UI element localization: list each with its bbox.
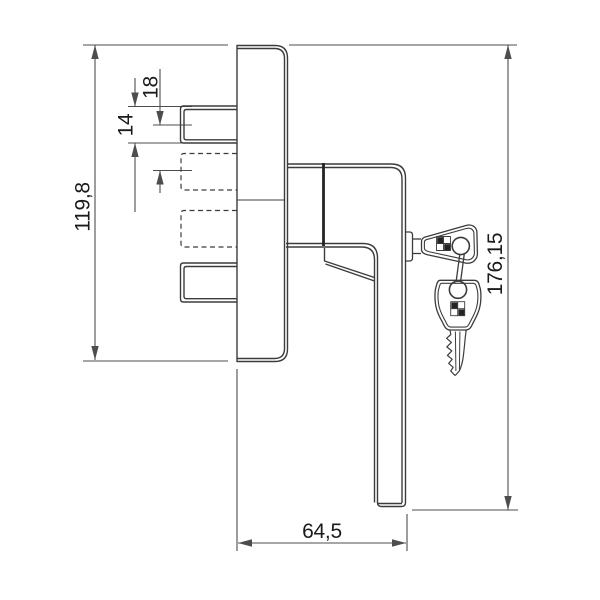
key-blade-grooves bbox=[454, 331, 461, 372]
handle-neck-inner-edge bbox=[288, 166, 403, 503]
arrow-down-icon bbox=[504, 496, 512, 510]
latch-bolt-hidden-lower bbox=[180, 209, 237, 248]
arrow-down-icon bbox=[131, 92, 139, 107]
arrow-right-icon bbox=[392, 539, 406, 547]
arrow-down-icon bbox=[91, 346, 99, 360]
handle-grip-inner-edge bbox=[286, 246, 376, 503]
dimension-arrows bbox=[91, 45, 512, 547]
grip-bevel-edge-top bbox=[323, 248, 375, 279]
dim-label-latch-height: 14 bbox=[115, 113, 138, 136]
ring-link-right-edge bbox=[460, 252, 466, 281]
latch-bolt-top-inner-edge bbox=[183, 108, 237, 141]
cylinder-flange bbox=[405, 231, 414, 262]
backplate-inner-edge bbox=[237, 47, 286, 360]
dim-label-latch-pitch: 18 bbox=[140, 76, 163, 99]
arrow-up-icon bbox=[504, 45, 512, 59]
key-head-outline bbox=[434, 279, 482, 331]
arrow-left-icon bbox=[238, 539, 252, 547]
latch-bolt-top-outline bbox=[179, 105, 237, 144]
arrow-down-icon bbox=[156, 111, 164, 125]
key-ring-hole bbox=[448, 280, 468, 300]
dim-label-overall-depth: 64,5 bbox=[302, 520, 342, 543]
key-head-inner-edge bbox=[437, 282, 479, 328]
key-ring-hole bbox=[451, 236, 471, 256]
grip-bevel-edge-bottom bbox=[325, 263, 375, 282]
dim-label-overall-height: 176,15 bbox=[484, 233, 507, 295]
backplate-outline bbox=[236, 44, 289, 363]
dim-label-plate-height: 119,8 bbox=[72, 182, 95, 232]
arrow-up-icon bbox=[91, 45, 99, 59]
latch-bolt-hidden-upper bbox=[180, 152, 237, 191]
handle-grip-outline bbox=[286, 242, 379, 503]
dimension-layer: 119,8 14 18 176,15 64,5 bbox=[72, 44, 518, 551]
lock-cylinder bbox=[405, 231, 421, 262]
key-blade-back-edge bbox=[454, 329, 467, 377]
latch-bolt-bottom-outline bbox=[179, 262, 237, 303]
latch-bolt-bottom-inner-edge bbox=[183, 265, 237, 300]
ring-link-left-edge bbox=[455, 254, 461, 282]
handle-neck-outline bbox=[288, 163, 407, 508]
key-logo-icon bbox=[450, 301, 466, 317]
object-layer bbox=[179, 44, 482, 508]
arrow-up-icon bbox=[131, 143, 139, 157]
key-icon bbox=[420, 224, 479, 264]
key-icon bbox=[434, 279, 482, 377]
key-head-inner-edge bbox=[423, 227, 475, 261]
arrow-up-icon bbox=[156, 170, 164, 185]
key-blade-serrated-edge bbox=[446, 329, 456, 377]
dimension-labels: 119,8 14 18 176,15 64,5 bbox=[72, 76, 508, 543]
key-head-outline bbox=[420, 224, 479, 264]
key-logo-icon bbox=[436, 236, 451, 251]
key-ring-link bbox=[455, 252, 466, 282]
